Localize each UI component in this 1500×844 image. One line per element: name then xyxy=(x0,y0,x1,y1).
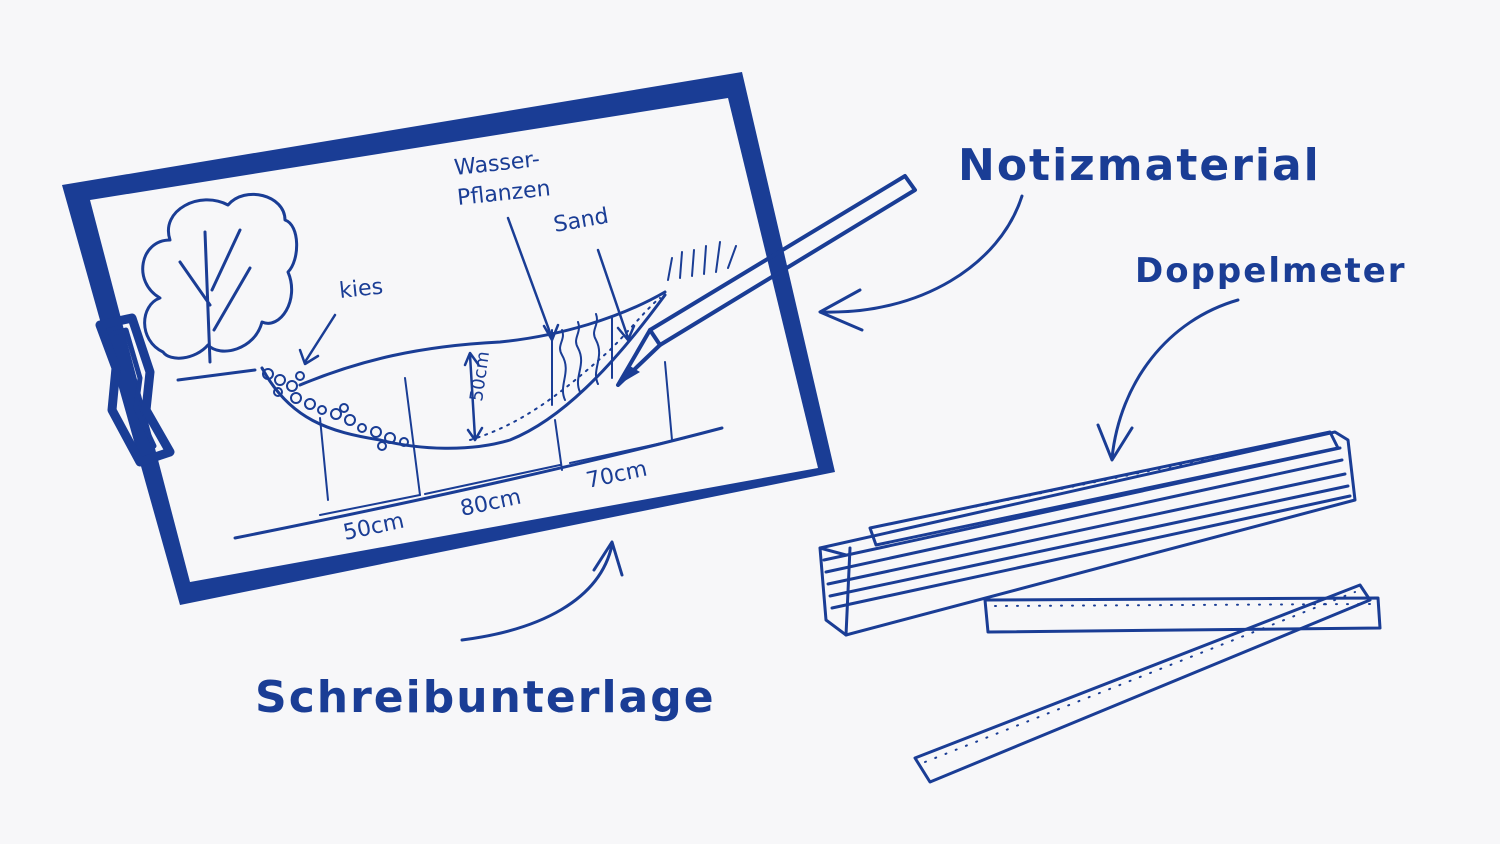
pencil-icon xyxy=(616,174,917,387)
arrow-doppelmeter-icon xyxy=(1096,298,1240,462)
clipboard-clip-icon xyxy=(95,313,175,467)
pond-sketch xyxy=(141,192,737,540)
label-notizmaterial: Notizmaterial xyxy=(958,140,1321,191)
arrow-notizmaterial-icon xyxy=(818,194,1024,332)
sketch-label-kies: kies xyxy=(338,275,384,304)
label-doppelmeter: Doppelmeter xyxy=(1135,251,1407,291)
gravel xyxy=(262,368,409,451)
arrow-schreibunterlage-icon xyxy=(460,540,624,642)
folding-ruler-icon xyxy=(818,430,1382,784)
label-schreibunterlage: Schreibunterlage xyxy=(255,672,716,723)
tree-icon xyxy=(141,192,299,364)
water-plants xyxy=(551,313,613,406)
clipboard-icon xyxy=(62,72,835,605)
